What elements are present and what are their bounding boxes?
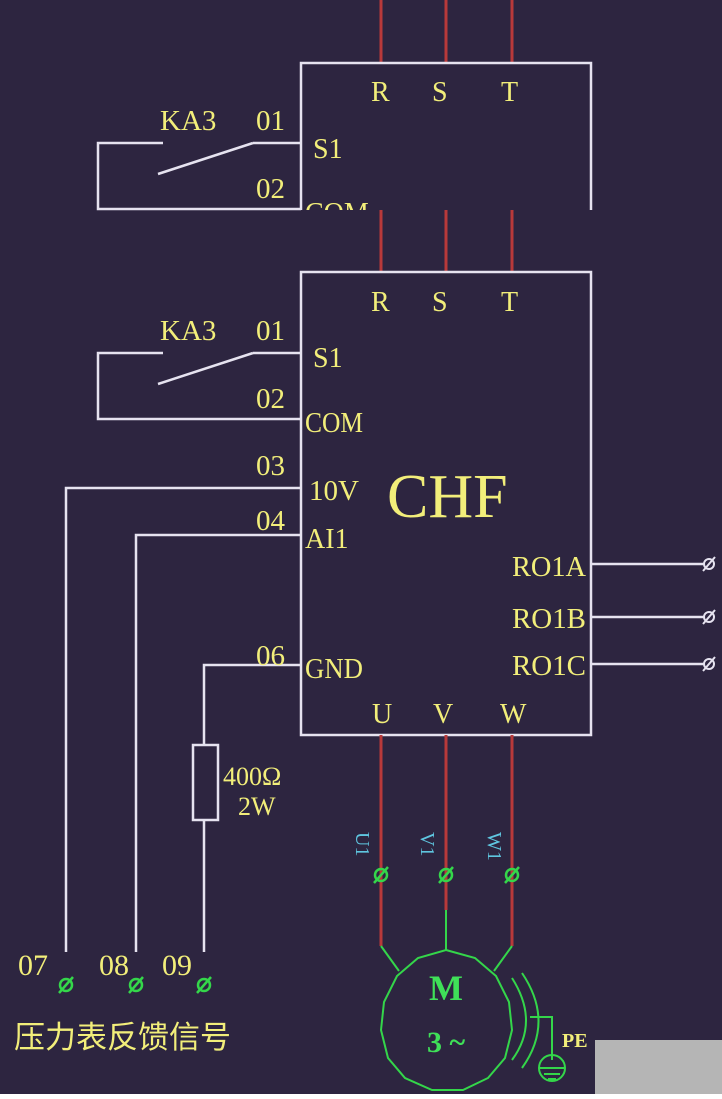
corner-overlay bbox=[595, 1040, 722, 1094]
wire-04: 04 bbox=[256, 505, 286, 537]
terminal-ro1a: RO1A bbox=[512, 552, 587, 583]
motor-cables: U1 V1 W1 bbox=[351, 735, 520, 950]
terminal-screw-icon bbox=[702, 656, 716, 672]
output-w: W bbox=[500, 699, 527, 730]
terminal-screw-icon bbox=[702, 556, 716, 572]
output-u: U bbox=[372, 699, 392, 730]
upper-terminal-com: COM bbox=[305, 198, 369, 229]
terminal-screw-icon bbox=[58, 976, 74, 994]
pe-wire bbox=[530, 1016, 553, 1060]
upper-switch: KA3 01 02 bbox=[96, 105, 301, 211]
terminal-10v: 10V bbox=[309, 476, 359, 507]
terminal-screw-icon bbox=[196, 976, 212, 994]
pe-label: PE bbox=[562, 1030, 588, 1052]
switch-label: KA3 bbox=[160, 315, 216, 347]
motor-icon: M 3 ~ bbox=[379, 945, 540, 1091]
upper-input-t: T bbox=[501, 77, 518, 108]
upper-input-r: R bbox=[371, 77, 390, 108]
start-switch: KA3 01 02 bbox=[96, 315, 301, 421]
input-s: S bbox=[432, 287, 448, 318]
upper-inverter: R S T S1 COM bbox=[299, 0, 593, 229]
upper-switch-loop bbox=[96, 141, 301, 211]
feedback-terminals: 07 08 09 压力表反馈信号 bbox=[14, 949, 231, 1056]
switch-contact bbox=[157, 351, 254, 386]
upper-terminal-com-clip: COM bbox=[305, 198, 369, 229]
upper-inverter-box bbox=[299, 61, 593, 210]
input-t: T bbox=[501, 287, 518, 318]
terminal-com: COM bbox=[305, 408, 363, 439]
terminal-s1: S1 bbox=[313, 343, 343, 374]
input-r: R bbox=[371, 287, 390, 318]
upper-input-s: S bbox=[432, 77, 448, 108]
switch-loop bbox=[96, 351, 301, 421]
motor-lead-u bbox=[380, 945, 400, 972]
wire-10v-to-07 bbox=[64, 486, 301, 952]
terminal-09: 09 bbox=[162, 949, 192, 982]
inverter-model: CHF bbox=[387, 463, 508, 531]
upper-wire-02: 02 bbox=[256, 173, 285, 205]
feedback-wiring: 03 04 06 400Ω 2W bbox=[64, 450, 301, 952]
wire-01: 01 bbox=[256, 315, 285, 347]
feedback-signal-label: 压力表反馈信号 bbox=[14, 1020, 231, 1056]
terminal-screw-icon bbox=[504, 866, 520, 884]
terminal-ai1: AI1 bbox=[305, 524, 349, 555]
ground-icon: PE bbox=[530, 1016, 588, 1082]
relay-outputs bbox=[591, 556, 716, 672]
wire-02: 02 bbox=[256, 383, 285, 415]
ground-ring bbox=[538, 1054, 566, 1082]
motor-body bbox=[379, 948, 514, 1091]
cable-tag-v1: V1 bbox=[416, 832, 438, 856]
upper-terminal-s1: S1 bbox=[313, 134, 343, 165]
motor-housing-arc bbox=[511, 977, 527, 1061]
terminal-screw-icon bbox=[128, 976, 144, 994]
wire-ai1-to-08 bbox=[134, 533, 301, 952]
terminal-screw-icon bbox=[373, 866, 389, 884]
wire-gnd-to-resistor bbox=[202, 663, 301, 745]
terminal-07: 07 bbox=[18, 949, 48, 982]
terminal-screw-icon bbox=[702, 609, 716, 625]
resistor-value: 400Ω bbox=[223, 762, 281, 791]
upper-switch-label: KA3 bbox=[160, 105, 216, 137]
resistor-power: 2W bbox=[238, 792, 276, 821]
motor-lead-w bbox=[493, 945, 513, 972]
output-v: V bbox=[433, 699, 453, 730]
upper-switch-contact bbox=[157, 141, 254, 176]
motor-symbol: M bbox=[429, 968, 463, 1008]
terminal-screw-icon bbox=[438, 866, 454, 884]
cable-tag-w1: W1 bbox=[483, 832, 505, 861]
terminal-gnd: GND bbox=[305, 654, 363, 685]
chf-inverter: R S T S1 COM 10V AI1 GND CHF RO1A RO1B R… bbox=[299, 270, 593, 737]
wire-06: 06 bbox=[256, 640, 285, 672]
resistor-icon bbox=[191, 743, 220, 822]
wire-03: 03 bbox=[256, 450, 285, 482]
upper-wire-01: 01 bbox=[256, 105, 285, 137]
cable-tag-u1: U1 bbox=[351, 832, 373, 856]
motor-phase: 3 ~ bbox=[427, 1026, 466, 1059]
terminal-08: 08 bbox=[99, 949, 129, 982]
terminal-ro1c: RO1C bbox=[512, 651, 586, 682]
motor-housing-arc-outer bbox=[521, 972, 540, 1069]
terminal-ro1b: RO1B bbox=[512, 604, 586, 635]
